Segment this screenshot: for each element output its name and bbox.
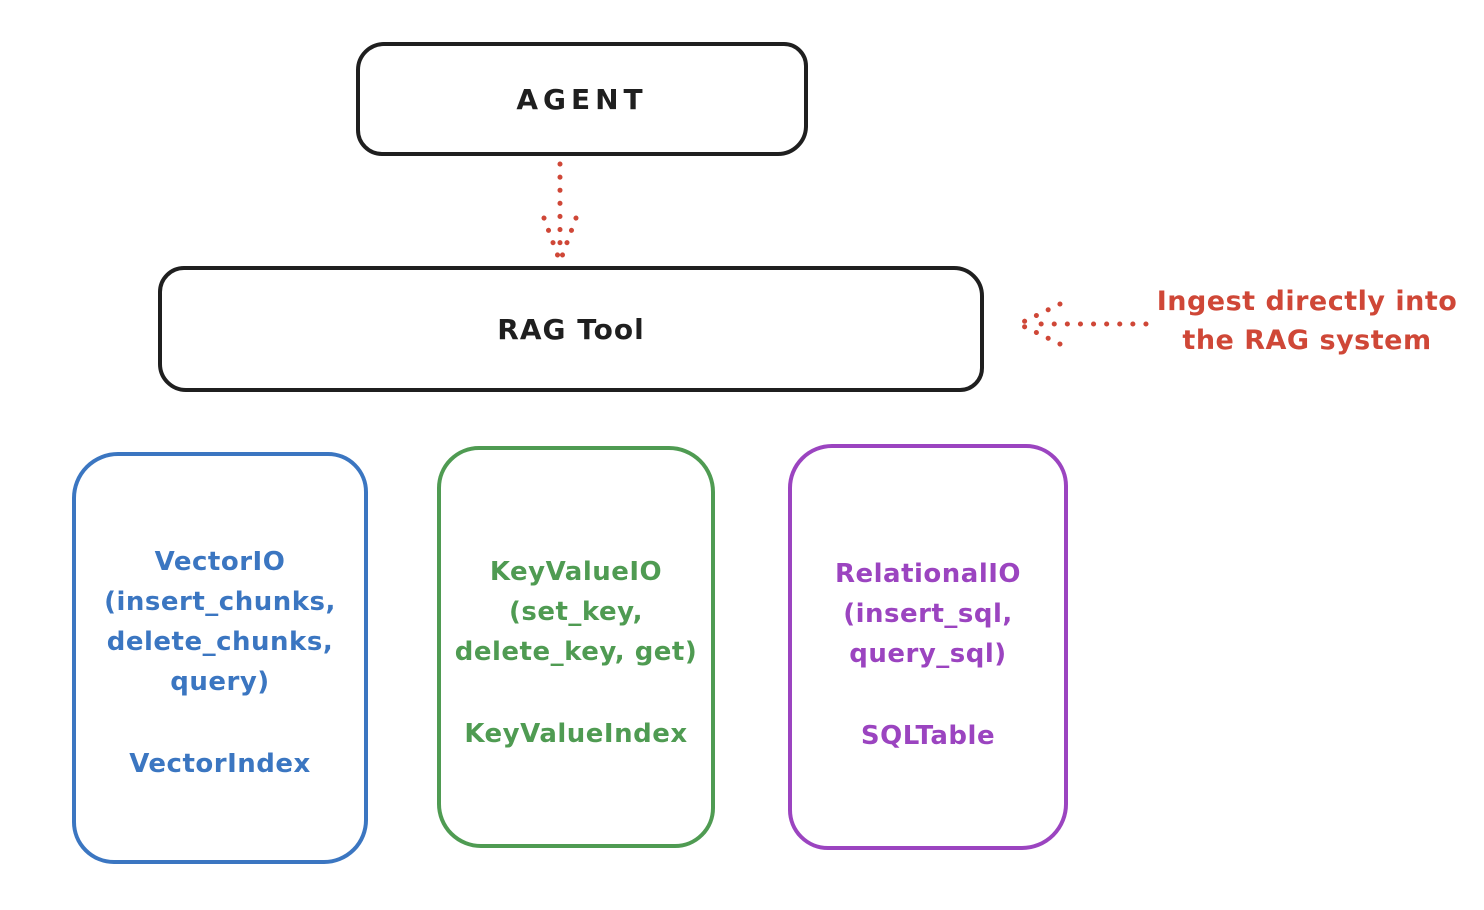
arrow-left-icon <box>1020 301 1149 347</box>
agent-node-label: AGENT <box>516 82 648 116</box>
agent-node: AGENT <box>356 42 808 156</box>
arrow-down-icon <box>541 161 579 262</box>
relational-io-label: RelationalIO (insert_sql, query_sql) <box>834 559 1022 669</box>
vector-index-label: VectorIndex <box>129 749 311 779</box>
rag-tool-node-label: RAG Tool <box>497 312 645 346</box>
vector-io-label: VectorIO (insert_chunks, delete_chunks, … <box>104 547 336 697</box>
rag-tool-node: RAG Tool <box>158 266 984 392</box>
keyvalue-io-card: KeyValueIO (set_key, delete_key, get) Ke… <box>437 446 715 848</box>
keyvalue-io-label: KeyValueIO (set_key, delete_key, get) <box>454 557 698 667</box>
sql-table-label: SQLTable <box>860 721 996 751</box>
relational-io-card: RelationalIO (insert_sql, query_sql) SQL… <box>788 444 1068 850</box>
keyvalue-index-label: KeyValueIndex <box>464 719 688 749</box>
ingest-annotation: Ingest directly into the RAG system <box>1156 286 1458 356</box>
vector-io-card: VectorIO (insert_chunks, delete_chunks, … <box>72 452 368 864</box>
